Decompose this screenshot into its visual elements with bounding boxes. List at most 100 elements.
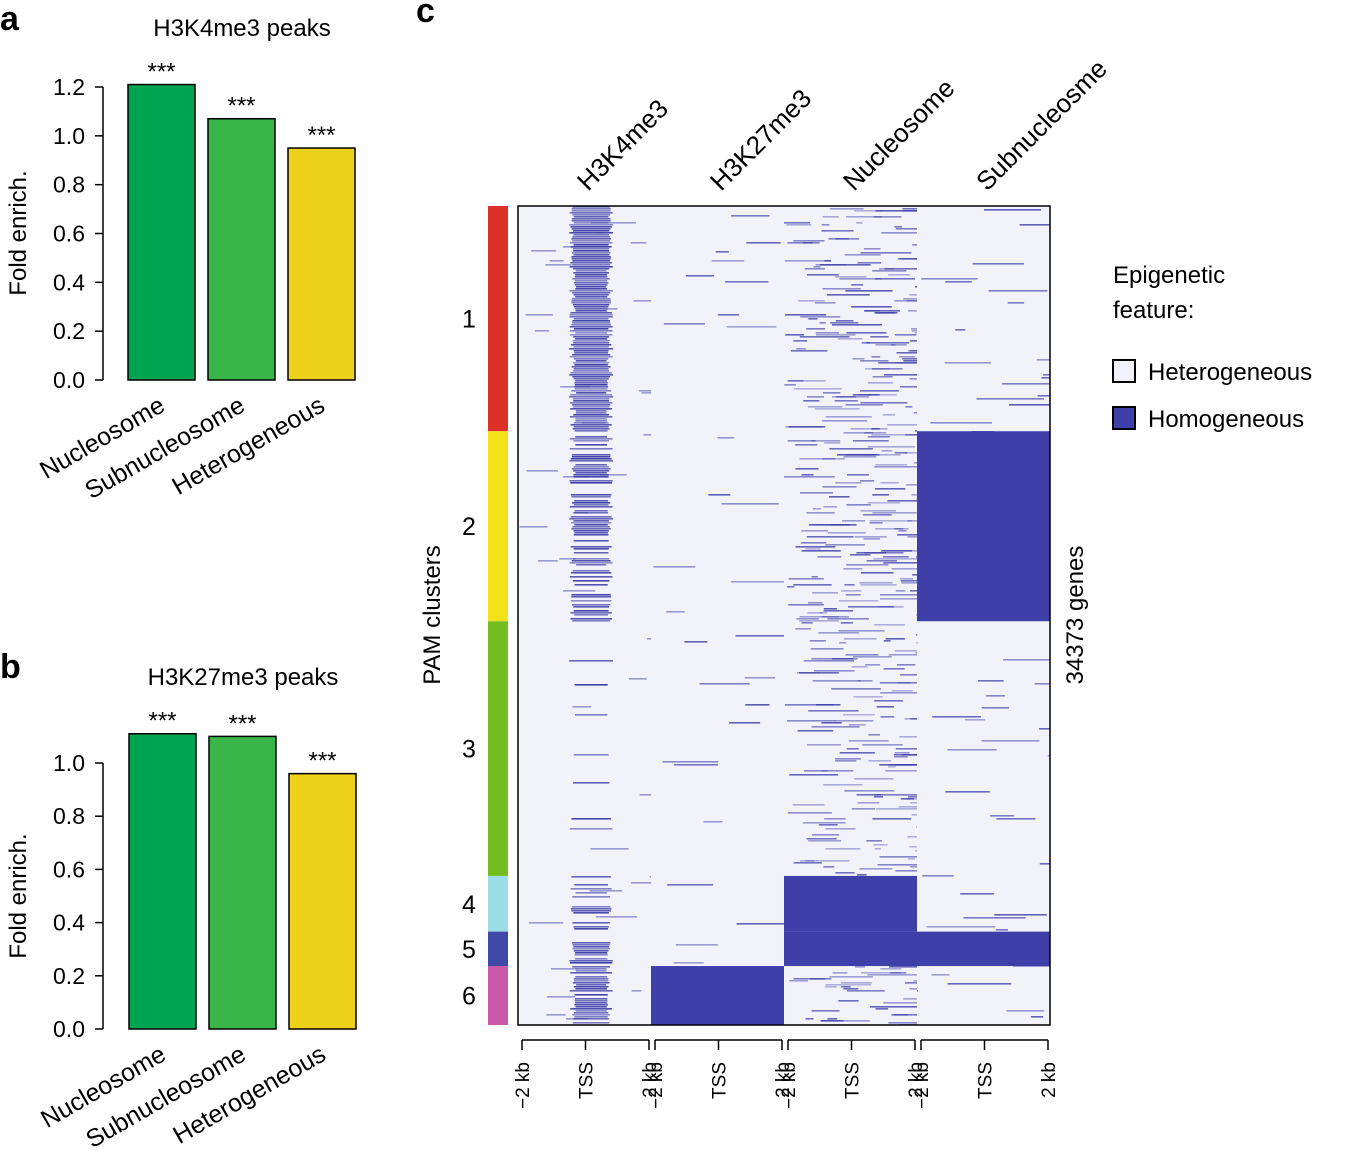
- heat-h3k4me3-line: [550, 968, 577, 970]
- heat-nucleosome-line: [813, 670, 855, 672]
- heat-h3k4me3-band-line: [569, 356, 613, 358]
- heat-nucleosome-line: [875, 464, 908, 466]
- heat-nucleosome-line: [875, 528, 909, 530]
- heat-h3k4me3-band-line: [569, 562, 613, 564]
- heat-h3k4me3-line: [574, 254, 610, 256]
- heat-nucleosome-line: [909, 988, 917, 990]
- heatmap-frame: [517, 205, 1051, 1026]
- heat-nucleosome-line: [811, 576, 818, 578]
- heat-nucleosome-line: [846, 216, 883, 218]
- heat-nucleosome-line: [800, 492, 834, 494]
- heat-nucleosome-line: [836, 396, 857, 398]
- heat-nucleosome-line: [823, 610, 853, 612]
- heat-h3k4me3-band-line: [573, 466, 609, 468]
- heat-nucleosome-line: [859, 390, 899, 392]
- heat-nucleosome-line: [855, 966, 865, 968]
- heat-nucleosome-line: [787, 380, 804, 382]
- heat-h3k4me3-band-line: [574, 714, 608, 716]
- heat-nucleosome-line: [848, 740, 889, 742]
- heat-h3k4me3-band-line: [573, 1018, 609, 1020]
- heat-subnucleosome-line: [963, 917, 1026, 919]
- heat-nucleosome-line: [806, 328, 826, 330]
- heat-nucleosome-line: [804, 268, 825, 270]
- heat-h3k4me3-band-line: [571, 210, 611, 212]
- heat-h3k4me3-band-line: [569, 460, 613, 462]
- heat-h3k4me3-band-line: [574, 384, 608, 386]
- heat-nucleosome-line: [894, 300, 917, 302]
- heat-h3k4me3-band-line: [570, 424, 612, 426]
- heat-nucleosome-line: [857, 394, 897, 396]
- heat-h3k4me3-band-line: [572, 292, 611, 294]
- heat-nucleosome-line: [845, 594, 861, 596]
- heat-nucleosome-line: [912, 244, 917, 246]
- heat-nucleosome-line: [874, 624, 905, 626]
- heat-h3k4me3-band-line: [569, 290, 613, 292]
- heat-h3k4me3-band-line: [572, 526, 610, 528]
- cluster-label-1: 1: [462, 306, 476, 334]
- heat-nucleosome-line: [867, 436, 890, 438]
- legend-title-line2: feature:: [1113, 297, 1194, 324]
- heat-nucleosome-line: [905, 434, 917, 436]
- heat-h3k4me3-band-line: [573, 426, 609, 428]
- heat-h3k4me3-band-line: [569, 518, 614, 520]
- heat-nucleosome-line: [894, 334, 917, 336]
- heat-block-nucleosome-cluster-4: [784, 875, 917, 932]
- heat-subnucleosome-line: [994, 914, 1047, 916]
- heat-h3k4me3-line: [599, 474, 627, 476]
- panel-b-bar-chart: H3K27me3 peaks Fold enrich. 0.00.20.40.6…: [5, 664, 357, 1153]
- heat-h3k4me3-band-line: [572, 406, 610, 408]
- heat-nucleosome-line: [817, 556, 842, 558]
- heat-nucleosome-line: [914, 332, 917, 334]
- heat-nucleosome-line: [839, 278, 882, 280]
- column-axis-tick-label: TSS: [843, 1062, 864, 1099]
- heat-h3k4me3-band-line: [572, 362, 610, 364]
- heat-nucleosome-line: [895, 590, 906, 592]
- heat-nucleosome-line: [786, 224, 812, 226]
- heat-nucleosome-line: [825, 544, 865, 546]
- heat-h3k4me3-band-line: [569, 330, 613, 332]
- heat-h3k4me3-band-line: [569, 660, 614, 662]
- heat-nucleosome-line: [811, 1010, 840, 1012]
- heat-h3k27me3-line: [703, 821, 723, 823]
- heat-nucleosome-line: [805, 860, 815, 862]
- heat-h3k4me3-line: [589, 890, 623, 892]
- heat-nucleosome-line: [881, 232, 917, 234]
- row-axis-label: PAM clusters: [419, 545, 446, 685]
- heat-nucleosome-line: [903, 360, 917, 362]
- cluster-bar-segment-2: [488, 431, 508, 622]
- heat-block-subnucleosme-cluster-2: [917, 431, 1050, 622]
- heat-h3k4me3-band-line: [575, 380, 607, 382]
- heat-h3k27me3-line: [717, 437, 735, 439]
- heat-nucleosome-line: [895, 228, 917, 230]
- heat-nucleosome-line: [830, 322, 859, 324]
- heat-nucleosome-line: [895, 764, 917, 766]
- heat-h3k4me3-band-line: [569, 506, 613, 508]
- heat-nucleosome-line: [849, 554, 871, 556]
- heat-h3k4me3-band-line: [573, 474, 609, 476]
- heat-nucleosome-line: [835, 320, 854, 322]
- heat-nucleosome-line: [907, 536, 917, 538]
- panel-b-letter: b: [0, 648, 21, 686]
- heat-nucleosome-line: [872, 376, 893, 378]
- heat-h3k4me3-band-line: [573, 268, 610, 270]
- heat-h3k4me3-band-line: [573, 306, 609, 308]
- heat-h3k4me3-band-line: [575, 970, 607, 972]
- heat-nucleosome-line: [856, 794, 882, 796]
- heat-nucleosome-line: [861, 972, 902, 974]
- b-ytick-label: 0.4: [53, 910, 85, 936]
- heat-h3k4me3-line: [630, 242, 647, 244]
- heat-h3k4me3-band-line: [571, 344, 612, 346]
- heat-h3k4me3-band-line: [575, 464, 607, 466]
- heat-nucleosome-line: [915, 652, 917, 654]
- heat-h3k27me3-line: [715, 251, 729, 253]
- heat-h3k4me3-band-line: [575, 444, 607, 446]
- heat-nucleosome-line: [870, 336, 889, 338]
- heat-nucleosome-line: [894, 226, 902, 228]
- heat-nucleosome-line: [787, 440, 816, 442]
- heat-h3k27me3-line: [699, 683, 750, 685]
- heat-h3k4me3-band-line: [575, 338, 608, 340]
- cluster-label-2: 2: [462, 513, 476, 541]
- heat-nucleosome-line: [915, 850, 917, 852]
- heat-nucleosome-line: [834, 760, 857, 762]
- heat-h3k4me3-band-line: [572, 206, 610, 208]
